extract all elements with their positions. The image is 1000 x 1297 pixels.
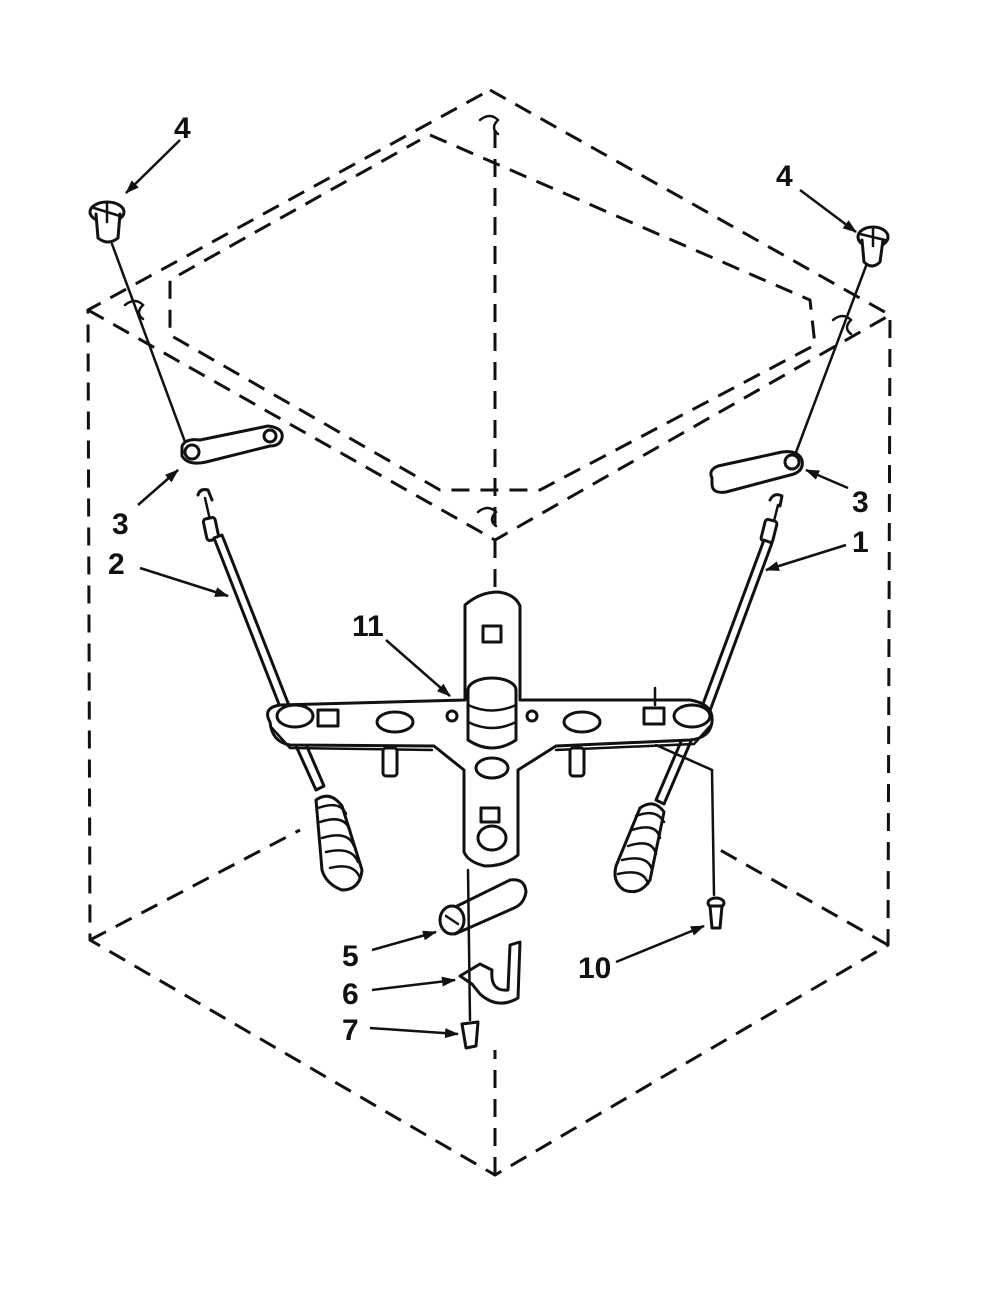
retaining-clip bbox=[458, 940, 522, 1005]
callout-3-right: 3 bbox=[852, 486, 869, 519]
callout-5: 5 bbox=[342, 940, 359, 973]
callout-6: 6 bbox=[342, 978, 359, 1011]
suspension-top-cap-right bbox=[856, 225, 890, 268]
leader-2 bbox=[139, 566, 229, 598]
upper-rod-right bbox=[793, 264, 868, 457]
callout-2: 2 bbox=[108, 548, 125, 581]
callout-4-right: 4 bbox=[776, 160, 793, 193]
leader-3-right bbox=[805, 468, 849, 490]
callout-1: 1 bbox=[852, 526, 869, 559]
callout-7: 7 bbox=[342, 1014, 359, 1047]
suspension-bracket-right bbox=[709, 450, 804, 494]
leader-5 bbox=[371, 930, 437, 952]
leader-10 bbox=[615, 924, 705, 964]
leader-1 bbox=[765, 543, 847, 572]
damper-spring-left bbox=[314, 794, 364, 892]
cabinet-outline bbox=[86, 88, 892, 1177]
callout-10: 10 bbox=[578, 952, 611, 985]
leader-6 bbox=[371, 976, 456, 992]
leader-3-left bbox=[137, 469, 179, 506]
leader-7 bbox=[369, 1026, 459, 1039]
suspension-top-cap-left bbox=[88, 200, 126, 244]
upper-rod-left bbox=[110, 242, 190, 452]
callout-4-left: 4 bbox=[174, 112, 191, 145]
callout-3-left: 3 bbox=[112, 508, 129, 541]
screw-large bbox=[654, 743, 726, 930]
leader-4-right bbox=[799, 189, 857, 233]
suspension-rod-right bbox=[654, 493, 784, 806]
screw-small bbox=[460, 868, 480, 1050]
pivot-bushing bbox=[438, 878, 528, 936]
damper-spring-right bbox=[613, 802, 666, 894]
leader-4-left bbox=[125, 139, 181, 194]
suspension-base-cross bbox=[266, 590, 714, 868]
leader-11 bbox=[385, 639, 451, 697]
callout-11: 11 bbox=[352, 610, 384, 643]
suspension-bracket-left bbox=[180, 424, 284, 465]
